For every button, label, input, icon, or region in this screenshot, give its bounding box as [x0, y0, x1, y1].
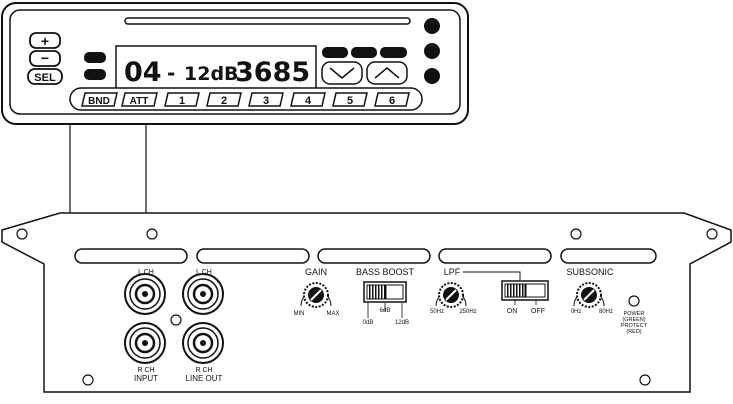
svg-text:−: −	[41, 50, 49, 66]
lpf-bracket	[463, 271, 521, 280]
lpf-min-label: 50Hz	[430, 309, 444, 315]
power-led-line1: POWER	[624, 311, 645, 317]
mount-hole-bottom-right	[639, 374, 651, 386]
lineout-label: LINE OUT	[186, 374, 223, 383]
input-l-jack[interactable]	[124, 273, 166, 315]
preset-2-button[interactable]: 2	[206, 92, 242, 107]
amplifier-panel: L CH R CH INPUT L CH R CH	[1, 212, 732, 393]
svg-text:5: 5	[347, 95, 353, 107]
chevron-up-icon	[374, 67, 400, 79]
mount-hole-top-right-inner	[570, 228, 582, 240]
mount-hole-bottom-left	[82, 374, 94, 386]
lpf-knob[interactable]	[435, 282, 467, 308]
gain-knob[interactable]	[300, 282, 332, 308]
right-knob-top[interactable]	[424, 18, 440, 34]
preset-4-button[interactable]: 4	[290, 92, 326, 107]
subsonic-knob[interactable]	[573, 282, 605, 308]
lcd-display: 04 - 12dB 3685	[115, 45, 317, 90]
display-level: 12dB	[184, 63, 239, 85]
power-led-line3: PROTECT	[621, 323, 648, 329]
pill-button-1[interactable]	[322, 47, 348, 58]
lineout-r-label: R CH	[195, 367, 212, 374]
head-unit: + − SEL 04 - 12dB 3685	[1, 2, 469, 125]
bass-boost-label: BASS BOOST	[356, 267, 415, 277]
input-r-label: R CH	[137, 367, 154, 374]
pill-button-3[interactable]	[380, 47, 407, 58]
svg-text:6: 6	[389, 95, 395, 107]
preset-1-button[interactable]: 1	[164, 92, 200, 107]
sel-button[interactable]: SEL	[27, 68, 63, 85]
seek-up-button[interactable]	[366, 61, 408, 85]
lpf-label: LPF	[444, 267, 461, 277]
bnd-button[interactable]: BND	[81, 92, 118, 107]
subsonic-max-label: 80Hz	[599, 309, 613, 315]
svg-text:2: 2	[221, 95, 227, 107]
left-pill-button-bottom[interactable]	[84, 69, 106, 80]
plus-button[interactable]: +	[29, 32, 61, 49]
subsonic-label: SUBSONIC	[566, 267, 614, 277]
svg-text:4: 4	[305, 95, 312, 107]
power-led-line2: (GREEN)	[622, 317, 645, 323]
power-protect-led	[628, 295, 640, 307]
lpf-max-label: 250Hz	[459, 309, 476, 315]
svg-text:+: +	[41, 33, 49, 49]
gain-max-label: MAX	[326, 311, 339, 317]
vent-slot-3	[317, 248, 431, 264]
preset-3-button[interactable]: 3	[248, 92, 284, 107]
power-led-line4: (RED)	[626, 329, 641, 335]
left-pill-button-top[interactable]	[84, 52, 106, 63]
bass-boost-mid-label: 6dB	[380, 308, 391, 314]
lineout-l-jack[interactable]	[182, 273, 224, 315]
lineout-r-jack[interactable]	[182, 322, 224, 364]
mount-hole-top-center	[146, 228, 158, 240]
pill-button-2[interactable]	[351, 47, 377, 58]
bass-boost-switch[interactable]	[363, 281, 407, 303]
lpf-on-label: ON	[507, 308, 518, 315]
vent-slot-5	[560, 248, 657, 264]
right-knob-bottom[interactable]	[424, 68, 440, 84]
chevron-down-icon	[329, 67, 355, 79]
seek-down-button[interactable]	[321, 61, 363, 85]
lineout-l-label: L CH	[196, 269, 212, 276]
gain-label: GAIN	[305, 267, 327, 277]
mount-hole-top-left	[16, 228, 28, 240]
display-separator: -	[167, 61, 175, 85]
input-l-label: L CH	[138, 269, 154, 276]
cd-slot	[124, 17, 411, 25]
svg-text:BND: BND	[88, 96, 110, 107]
input-r-jack[interactable]	[124, 322, 166, 364]
display-frequency: 3685	[235, 57, 310, 88]
minus-button[interactable]: −	[29, 50, 61, 67]
right-knob-middle[interactable]	[424, 43, 440, 59]
mount-hole-top-right	[706, 228, 718, 240]
svg-text:1: 1	[179, 95, 185, 107]
lpf-switch[interactable]	[501, 280, 549, 301]
bass-boost-high-label: 12dB	[395, 320, 409, 326]
display-channel: 04	[124, 57, 162, 88]
att-button[interactable]: ATT	[121, 92, 158, 107]
svg-text:3: 3	[263, 95, 269, 107]
vent-slot-4	[438, 248, 552, 264]
gain-min-label: MIN	[294, 311, 305, 317]
svg-text:SEL: SEL	[34, 72, 56, 84]
svg-text:ATT: ATT	[130, 96, 149, 107]
subsonic-min-label: 0Hz	[571, 309, 582, 315]
bass-boost-low-label: 0dB	[363, 320, 374, 326]
mount-hole-center	[170, 314, 182, 326]
vent-slot-2	[196, 248, 310, 264]
preset-5-button[interactable]: 5	[332, 92, 368, 107]
lpf-off-label: OFF	[531, 308, 545, 315]
preset-6-button[interactable]: 6	[374, 92, 410, 107]
input-label: INPUT	[134, 374, 158, 383]
vent-slot-1	[74, 248, 188, 264]
